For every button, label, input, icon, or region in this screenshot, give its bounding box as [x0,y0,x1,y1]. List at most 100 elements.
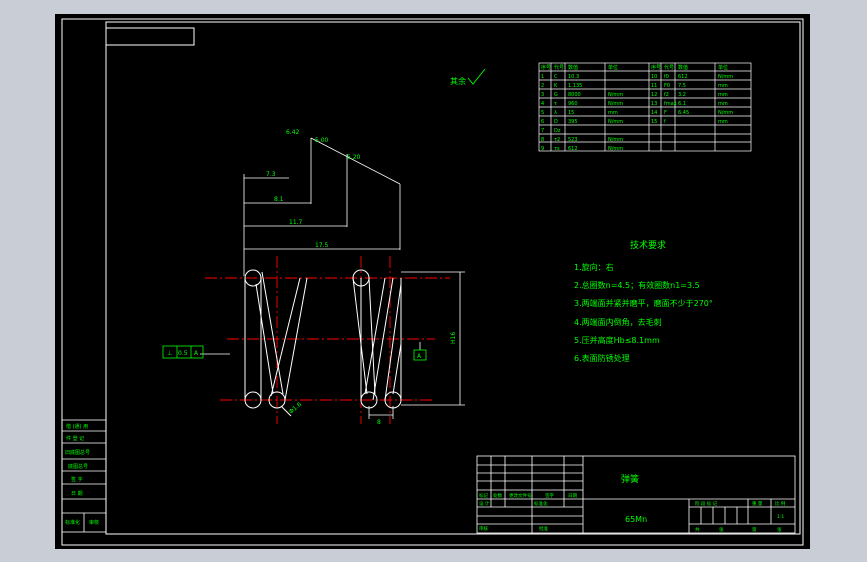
param-cell: 5 [541,110,544,116]
param-header: 序号 [541,64,551,71]
param-cell: 6 [541,119,544,125]
tolerance-value: 0.5 [178,350,188,357]
tb-sheet-2: 张 [719,526,724,533]
param-cell: 12 [651,92,657,98]
param-cell: fmax [664,101,677,107]
param-cell: τ2 [554,137,560,143]
part-name: 弹簧 [621,473,639,485]
param-cell: mm [718,83,728,89]
tb-approve: 批准 [539,525,548,532]
tech-title: 技术要求 [630,239,666,251]
side-label-1: 借 (通) 用 [66,423,88,430]
tech-item-5: 5.压并高度Hb≤8.1mm [574,335,660,345]
tolerance-datum: A [194,350,199,357]
param-cell: mm [718,101,728,107]
param-cell: 9 [541,146,544,152]
param-cell: λ [554,110,557,116]
param-cell: F [664,110,667,116]
tech-item-1: 1.旋向：右 [574,262,614,272]
side-label-7: 标准化 [65,519,80,526]
param-cell: 1 [541,74,544,80]
param-cell: 13 [651,101,657,107]
datum-label: A [417,353,422,360]
param-header: 序号 [651,64,661,71]
roughness-symbol: 其余 [450,68,486,86]
dim-7-3: 7.3 [266,171,276,178]
param-cell: f [664,119,666,125]
dim-free-length: H16 [450,332,457,344]
param-cell: N/mm [608,146,623,152]
roughness-text: 其余 [450,76,466,86]
tb-label-change: 更改文件号 [509,492,532,499]
dim-5-20: 5.20 [347,154,361,161]
tech-item-2: 2.总圈数n=4.5；有效圈数n1=3.5 [574,280,700,290]
param-cell: 612 [568,146,578,152]
dim-5-00: 5.00 [315,137,329,144]
param-header: 数值 [678,64,688,71]
side-label-6: 日 期 [71,491,83,497]
dim-wire-diameter: Φ1.6 [288,401,304,416]
param-cell: 10 [651,74,657,80]
param-cell: 11 [651,83,657,89]
tolerance-frame: ⊥ 0.5 A [162,345,204,359]
param-cell: 960 [568,101,578,107]
param-cell: 612 [678,74,688,80]
side-label-8: 审核 [89,519,99,526]
tolerance-symbol: ⊥ [167,350,172,357]
tb-stage: 阶 段 标 记 [695,500,718,507]
side-label-5: 签 字 [71,476,83,483]
tb-sheet-1: 共 [695,526,700,533]
param-cell: 8000 [568,92,581,98]
param-cell: F0 [664,83,670,89]
param-cell: 395 [568,119,578,125]
dim-8-1: 8.1 [274,196,284,203]
tb-review: 审核 [479,525,488,532]
drawing-frame [61,18,804,546]
dim-pitch: 8 [377,419,381,426]
side-table: 借 (通) 用 件 登 记 旧底图总号 底图总号 签 字 日 期 标准化 审核 [61,419,107,533]
tb-weight: 重 量 [752,500,763,507]
side-label-2: 件 登 记 [66,435,84,442]
side-label-3: 旧底图总号 [65,449,90,456]
param-cell: G [554,92,558,98]
spring-view: H16 8 Φ1.6 ⊥ 0.5 A A [162,256,465,426]
tb-label-date: 日期 [568,493,577,499]
param-cell: 3.2 [678,92,686,98]
tech-item-6: 6.表面防锈处理 [574,353,630,363]
param-cell: τs [554,146,560,152]
title-block: 弹簧 65Mn 标记 处数 更改文件号 签字 日期 设 计 标准化 审核 批准 … [476,455,796,534]
tb-sheet-4: 张 [777,526,782,533]
param-cell: N/mm [608,137,623,143]
tb-label-count: 处数 [493,492,502,499]
cad-viewport[interactable]: 借 (通) 用 件 登 记 旧底图总号 底图总号 签 字 日 期 标准化 审核 … [55,14,810,549]
param-cell: 2 [541,83,544,89]
param-header: 数值 [568,64,578,71]
param-cell: 4 [541,101,544,107]
param-cell: N/mm [608,119,623,125]
param-cell: mm [718,92,728,98]
tech-item-3: 3.两端面并紧并磨平，磨面不少于270° [574,298,713,308]
part-material: 65Mn [625,515,647,524]
param-cell: 6.1 [678,101,686,107]
tb-label-sign: 签字 [545,492,554,499]
param-cell: 10.3 [568,74,579,80]
param-cell: N/mm [718,74,733,80]
param-cell: 15 [651,119,657,125]
datum-marker: A [413,342,427,361]
param-cell: 14 [651,110,657,116]
param-cell: 8 [541,137,544,143]
param-cell: C [554,74,558,80]
tech-requirements: 技术要求 1.旋向：右 2.总圈数n=4.5；有效圈数n1=3.5 3.两端面并… [574,239,713,363]
param-cell: K [554,83,558,89]
param-header: 代号 [554,64,564,71]
param-header: 单位 [718,64,728,71]
param-cell: D [554,119,558,125]
param-cell: 523 [568,137,578,143]
load-diagram: 6.42 5.00 5.20 7.3 8.1 11.7 17.5 [243,129,401,276]
param-cell: 1.135 [568,83,582,89]
param-header: 单位 [608,64,618,71]
tb-sheet-3: 第 [752,526,757,533]
param-cell: N/mm [718,110,733,116]
param-cell: 6.45 [678,110,689,116]
